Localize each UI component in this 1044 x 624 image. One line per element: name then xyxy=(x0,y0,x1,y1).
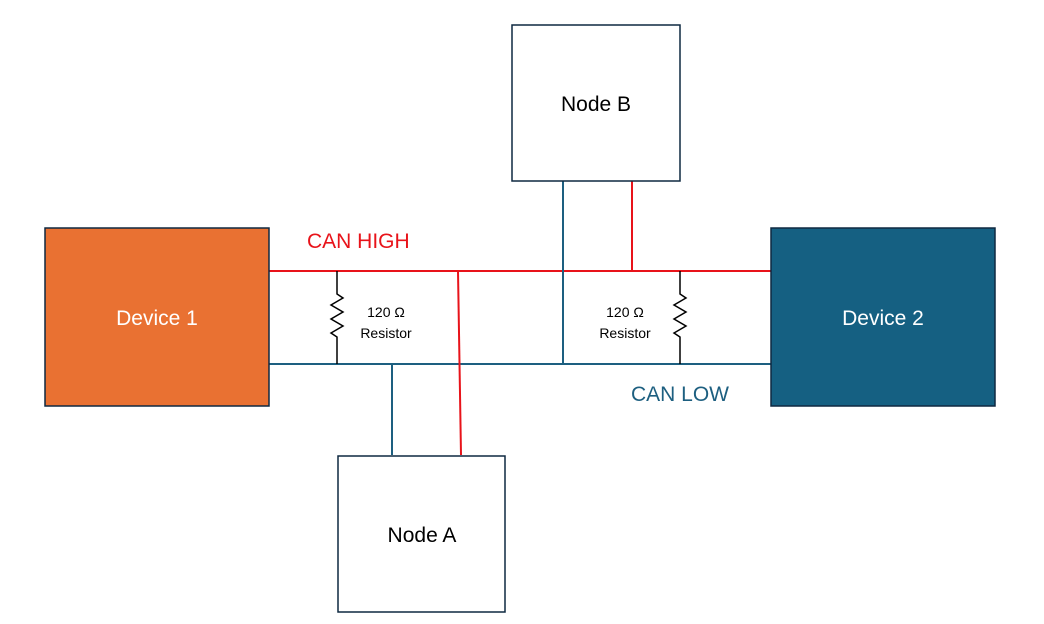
resistor-2: 120 Ω Resistor xyxy=(599,271,688,364)
node-a-high-drop xyxy=(457,270,462,456)
can-low-label: CAN LOW xyxy=(631,383,729,406)
device-1-box xyxy=(44,227,270,407)
node-b-box xyxy=(511,24,681,182)
resistor-2-symbol xyxy=(672,271,688,364)
resistor-1-symbol xyxy=(329,271,345,364)
can-high-label: CAN HIGH xyxy=(307,230,410,253)
device-2: Device 2 xyxy=(770,227,996,407)
device-1-label: Device 1 xyxy=(116,307,198,330)
device-2-label: Device 2 xyxy=(842,307,924,330)
resistor-1: 120 Ω Resistor xyxy=(329,271,412,364)
resistor-2-name: Resistor xyxy=(599,325,651,341)
node-b: Node B xyxy=(511,24,681,182)
node-a-label: Node A xyxy=(388,524,457,547)
node-b-label: Node B xyxy=(561,93,631,116)
device-1: Device 1 xyxy=(44,227,270,407)
resistor-2-value: 120 Ω xyxy=(606,304,644,320)
resistor-1-value: 120 Ω xyxy=(367,304,405,320)
resistor-1-name: Resistor xyxy=(360,325,412,341)
device-2-box xyxy=(770,227,996,407)
node-a-box xyxy=(337,455,506,613)
node-a: Node A xyxy=(337,455,506,613)
